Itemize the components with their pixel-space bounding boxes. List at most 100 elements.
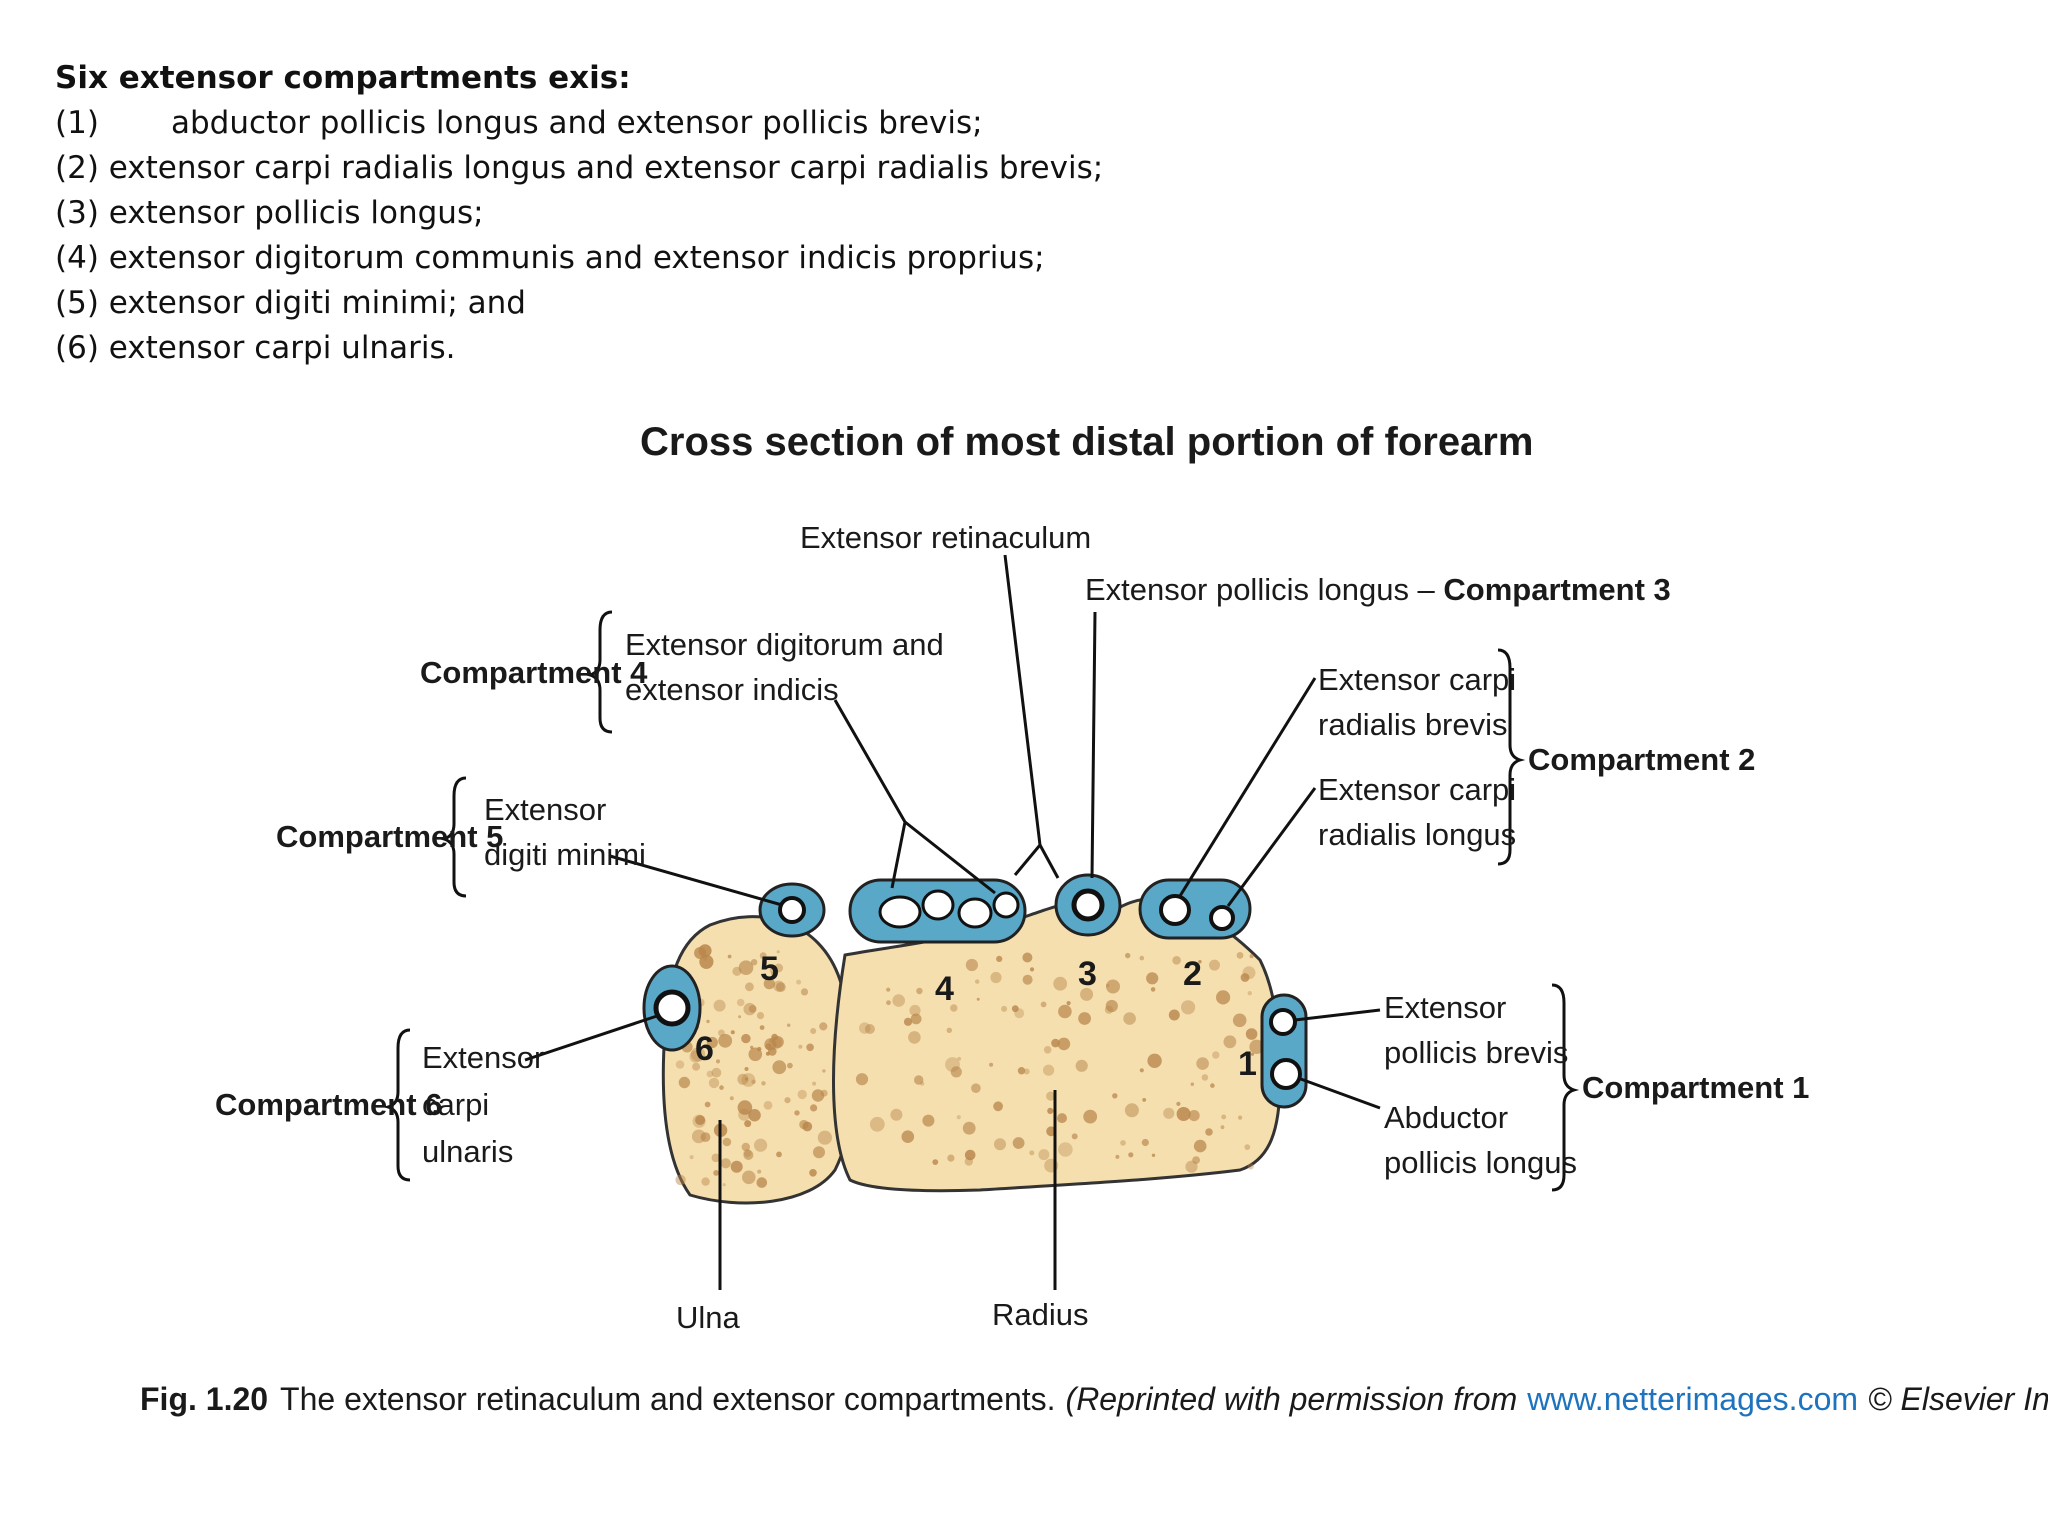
bone-spot xyxy=(1244,1144,1251,1150)
bone-spot xyxy=(756,1177,768,1188)
bone-spot xyxy=(1058,1004,1072,1019)
tendon xyxy=(921,889,955,921)
tendon-ring xyxy=(1270,1058,1302,1090)
bone-spot xyxy=(810,1104,818,1112)
bone-spot xyxy=(730,1160,743,1173)
bone-spot xyxy=(706,1070,714,1078)
bone-spot xyxy=(922,1114,935,1127)
bone-spot xyxy=(1201,1074,1209,1081)
label-radius: Radius xyxy=(992,1297,1089,1332)
bone-spot xyxy=(1147,1053,1162,1069)
bone-spot xyxy=(1115,1154,1120,1159)
bone-spot xyxy=(796,979,802,985)
list-item: (3) extensor pollicis longus; xyxy=(55,191,1255,236)
bone-spot xyxy=(975,979,980,984)
bone-spot xyxy=(1163,1107,1175,1119)
label-extensor-retinaculum: Extensor retinaculum xyxy=(800,520,1091,555)
bone-spot xyxy=(1221,1114,1227,1120)
tendon-ring xyxy=(1159,894,1191,926)
compartment-list: Six extensor compartments exis: (1)abduc… xyxy=(55,56,1255,371)
brace-comp2 xyxy=(1497,648,1526,866)
bone-spot xyxy=(1238,1115,1243,1120)
bone-spot xyxy=(763,1100,773,1110)
bone-spot xyxy=(1014,1008,1025,1019)
leader-retinaculum-right xyxy=(1038,844,1060,879)
bone-spot xyxy=(741,1073,756,1087)
bone-spot xyxy=(1012,1137,1025,1149)
bone-spot xyxy=(1209,959,1220,971)
label-epl-compartment-3: Extensor pollicis longus – Compartment 3 xyxy=(1085,572,1671,607)
bone-spot xyxy=(1106,983,1110,988)
bone-spot xyxy=(1210,1083,1215,1088)
bone-spot xyxy=(890,1108,903,1121)
bone-spot xyxy=(964,1149,976,1161)
bone-spot xyxy=(1029,1150,1035,1156)
list-item-number: (3) xyxy=(55,195,99,231)
bone-spot xyxy=(1190,1082,1195,1086)
label-compartment-6: Compartment 6 xyxy=(215,1087,442,1122)
bone-spot xyxy=(965,958,979,972)
bone-spot xyxy=(751,1079,756,1085)
bone-spot xyxy=(1192,1156,1200,1164)
leader-epb xyxy=(1294,1008,1381,1022)
bone-spot xyxy=(1066,1001,1071,1006)
bone-spot xyxy=(964,1157,973,1166)
bone-spot xyxy=(768,1047,777,1056)
bone-spot xyxy=(1022,952,1033,963)
bone-spot xyxy=(1017,1067,1026,1075)
tendon xyxy=(957,897,993,929)
bone-spot xyxy=(754,1138,768,1152)
leader-retinaculum-left xyxy=(1003,554,1042,876)
bone-spot xyxy=(704,1101,711,1108)
list-item-number: (6) xyxy=(55,330,99,366)
label-comp5-line2: digiti minimi xyxy=(484,837,646,872)
bone-spot xyxy=(719,1085,724,1090)
bone-spot xyxy=(864,1024,875,1034)
bone-spot xyxy=(1023,1068,1030,1075)
list-item-number: (1) xyxy=(55,105,99,141)
bone-spot xyxy=(994,1138,1006,1151)
label-comp4-line1: Extensor digitorum and xyxy=(625,627,944,662)
bone-spot xyxy=(908,1031,921,1044)
list-item-number: (5) xyxy=(55,285,99,321)
list-item: (4) extensor digitorum communis and exte… xyxy=(55,236,1255,281)
list-item-text: abductor pollicis longus and extensor po… xyxy=(171,105,983,141)
label-ecrl-line2: radialis longus xyxy=(1318,817,1516,852)
tendon-ring xyxy=(778,896,806,924)
bone-spot xyxy=(1123,1012,1136,1025)
bone-spot xyxy=(869,1116,885,1132)
bone-spot xyxy=(1051,1038,1060,1048)
compartment-number-4: 4 xyxy=(935,970,954,1008)
bone-spot xyxy=(768,1036,782,1050)
tendon-sheaths xyxy=(642,873,1308,1109)
bone-spot xyxy=(971,1083,981,1093)
bone-spot xyxy=(1198,960,1202,964)
bone-spot xyxy=(1057,1037,1071,1051)
bone-spot xyxy=(1057,1113,1067,1124)
bone-spot xyxy=(720,1158,731,1169)
bone-spot xyxy=(748,1005,757,1013)
bone-spot xyxy=(1223,1035,1237,1049)
bone-spot xyxy=(798,1044,803,1049)
brace-comp6 xyxy=(382,1028,411,1182)
bone-spot xyxy=(1078,1012,1091,1025)
bone-spot xyxy=(855,1073,869,1086)
bone-spot xyxy=(1232,1013,1247,1028)
label-epb-line2: pollicis brevis xyxy=(1384,1035,1568,1070)
list-item-text: extensor digitorum communis and extensor… xyxy=(108,240,1045,276)
bone-spot xyxy=(1124,1103,1139,1118)
bone-spot xyxy=(744,1067,749,1071)
bone-spot xyxy=(806,1043,814,1052)
bone-spot xyxy=(701,1177,710,1186)
bone-spot xyxy=(750,959,758,966)
bone-spot xyxy=(996,955,1003,963)
bone-spot xyxy=(689,1050,702,1063)
list-item: (2) extensor carpi radialis longus and e… xyxy=(55,146,1255,191)
bone-spot xyxy=(812,1081,817,1086)
leader-epl xyxy=(1090,611,1097,879)
bone-spot xyxy=(737,1073,749,1085)
bone-spot xyxy=(1181,1000,1196,1015)
label-comp6-line3: ulnaris xyxy=(422,1134,513,1169)
bone-spot xyxy=(1029,967,1035,972)
bone-spot xyxy=(678,1076,691,1089)
